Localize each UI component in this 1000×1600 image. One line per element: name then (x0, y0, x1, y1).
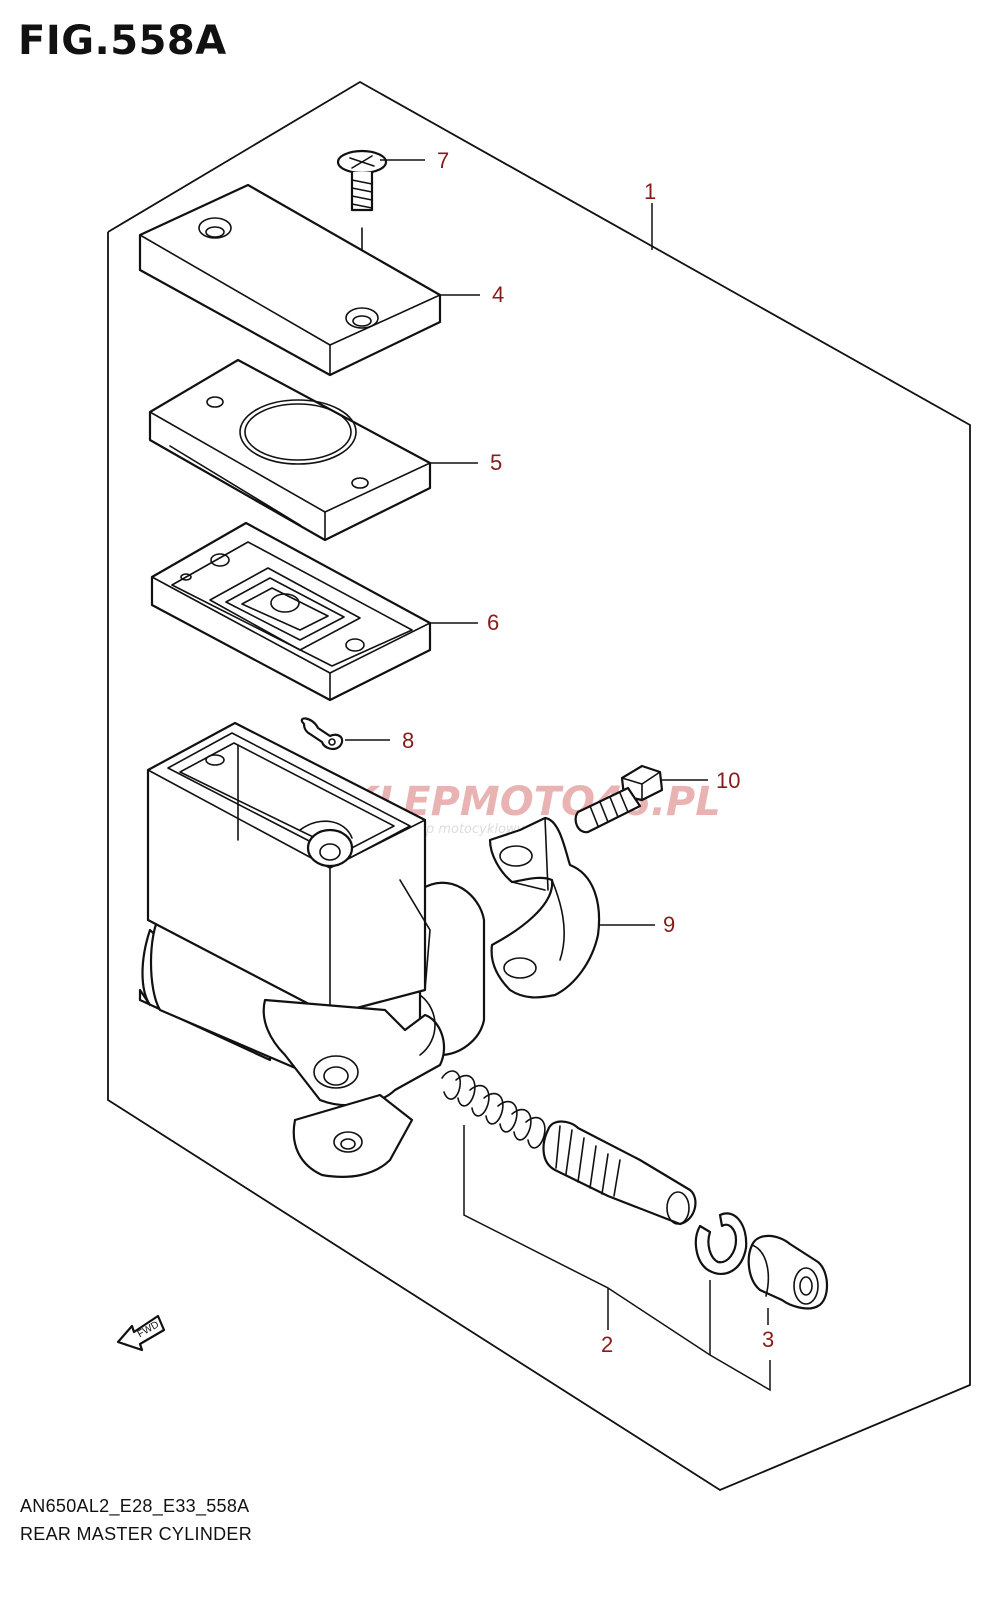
callout-4: 4 (492, 282, 504, 307)
part-bolt-10 (574, 764, 664, 834)
callout-numbers: 1 2 3 4 5 6 7 8 9 10 (402, 148, 774, 1357)
figure-subtitle: REAR MASTER CYLINDER (20, 1524, 253, 1544)
part-master-cylinder-body (138, 721, 486, 1178)
model-code: AN650AL2_E28_E33_558A (20, 1496, 250, 1516)
figure-title: FIG.558A (18, 18, 227, 64)
callout-6: 6 (487, 610, 499, 635)
assembly-frame (107, 80, 971, 1492)
part-plate-5 (148, 358, 432, 542)
callout-10: 10 (716, 768, 740, 793)
part-cap-4 (138, 183, 442, 377)
part-piston (542, 1120, 697, 1226)
callout-2: 2 (601, 1332, 613, 1357)
part-clip-8 (300, 717, 344, 751)
part-diaphragm-6 (150, 521, 432, 702)
direction-marker: FWD (116, 1314, 166, 1352)
callout-7: 7 (437, 148, 449, 173)
part-boot-3 (747, 1234, 829, 1310)
leader-lines (345, 159, 771, 1392)
part-clamp-9 (488, 816, 601, 999)
callout-3: 3 (762, 1327, 774, 1352)
callout-8: 8 (402, 728, 414, 753)
callout-9: 9 (663, 912, 675, 937)
part-spring (441, 1070, 546, 1149)
callout-5: 5 (490, 450, 502, 475)
part-circlip (694, 1212, 748, 1275)
callout-1: 1 (644, 179, 656, 204)
